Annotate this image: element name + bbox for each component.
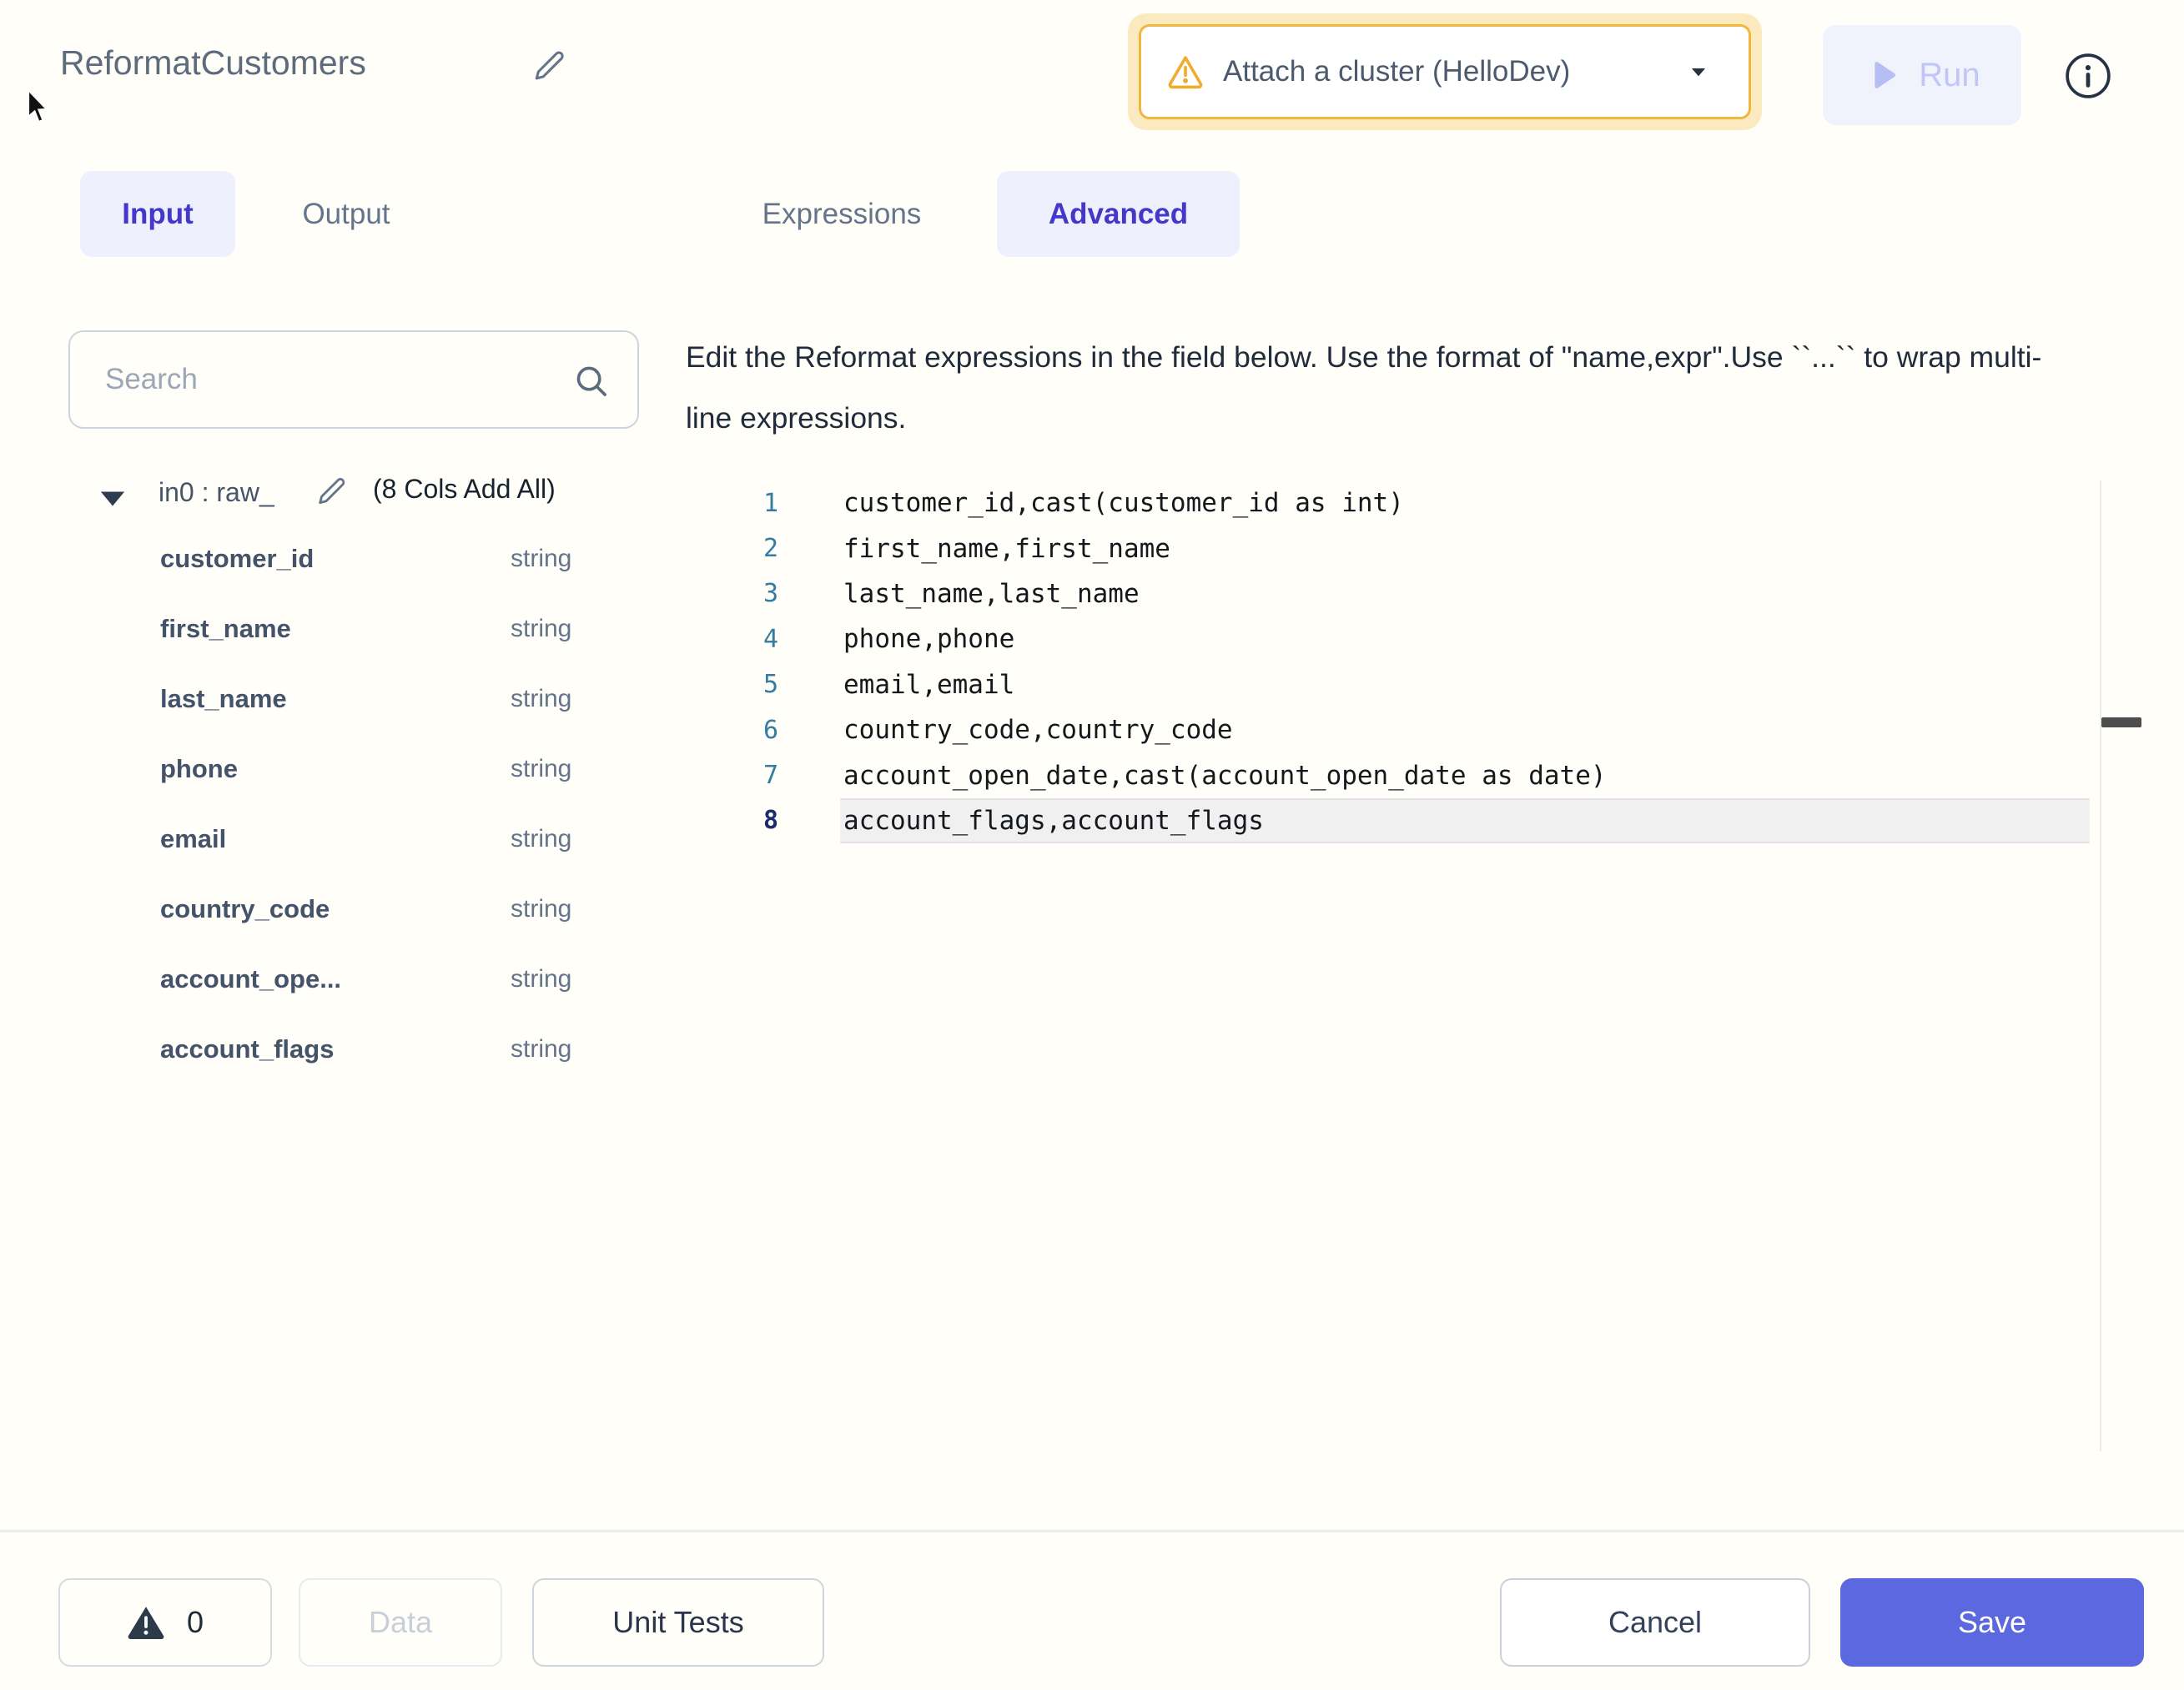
- line-number: 7: [762, 761, 778, 791]
- line-number: 1: [762, 488, 778, 518]
- issues-button[interactable]: 0: [58, 1578, 272, 1667]
- active-line-highlight: [840, 797, 2090, 844]
- warning-filled-icon: [128, 1607, 164, 1640]
- tree-node-label: in0 : raw_: [159, 477, 274, 507]
- attach-cluster-halo: Attach a cluster (HelloDev): [1128, 13, 1762, 130]
- mouse-cursor: [27, 88, 49, 123]
- column-row[interactable]: account_flags string: [0, 1014, 651, 1084]
- code-line[interactable]: 3 last_name,last_name: [703, 571, 2100, 616]
- line-code: customer_id,cast(customer_id as int): [843, 488, 1404, 519]
- column-type: string: [511, 825, 572, 853]
- column-row[interactable]: last_name string: [0, 664, 651, 734]
- tab-input[interactable]: Input: [80, 171, 235, 257]
- expressions-code-editor[interactable]: 1 customer_id,cast(customer_id as int) 2…: [703, 480, 2101, 1451]
- info-icon[interactable]: [2064, 52, 2112, 100]
- unit-tests-button[interactable]: Unit Tests: [532, 1578, 824, 1667]
- column-row[interactable]: phone string: [0, 734, 651, 804]
- column-name: email: [160, 824, 227, 853]
- code-line[interactable]: 4 phone,phone: [703, 616, 2100, 661]
- column-row[interactable]: country_code string: [0, 874, 651, 944]
- code-line[interactable]: 1 customer_id,cast(customer_id as int): [703, 480, 2100, 526]
- column-name: last_name: [160, 684, 287, 713]
- chevron-down-icon: [1692, 68, 1705, 77]
- line-code: first_name,first_name: [843, 533, 1170, 564]
- line-number: 3: [762, 579, 778, 609]
- line-code: country_code,country_code: [843, 715, 1233, 746]
- tree-expander-caret-icon[interactable]: [98, 489, 127, 509]
- line-code: last_name,last_name: [843, 578, 1140, 609]
- column-name: country_code: [160, 894, 330, 923]
- column-type: string: [511, 615, 572, 642]
- column-row[interactable]: email string: [0, 804, 651, 874]
- footer-divider: [0, 1530, 2184, 1532]
- line-code: account_flags,account_flags: [843, 805, 1264, 836]
- column-row[interactable]: first_name string: [0, 594, 651, 664]
- cancel-button[interactable]: Cancel: [1500, 1578, 1810, 1667]
- save-button[interactable]: Save: [1840, 1578, 2144, 1667]
- column-row[interactable]: customer_id string: [0, 524, 651, 594]
- input-tree-header: in0 : raw_ (8 Cols Add All): [0, 474, 651, 521]
- column-name: phone: [160, 754, 238, 783]
- attach-cluster-dropdown[interactable]: Attach a cluster (HelloDev): [1139, 24, 1751, 119]
- column-name: customer_id: [160, 544, 315, 573]
- tab-advanced[interactable]: Advanced: [997, 171, 1240, 257]
- code-line[interactable]: 5 email,email: [703, 662, 2100, 707]
- tab-expressions[interactable]: Expressions: [762, 197, 922, 230]
- line-number: 5: [762, 670, 778, 700]
- run-button[interactable]: Run: [1823, 25, 2021, 125]
- column-list: customer_id string first_name string las…: [0, 524, 651, 1084]
- line-code: email,email: [843, 669, 1015, 700]
- column-type: string: [511, 755, 572, 782]
- search-input[interactable]: [70, 332, 637, 427]
- column-name: account_ope...: [160, 964, 342, 993]
- column-row[interactable]: account_ope... string: [0, 944, 651, 1014]
- editor-instructions: Edit the Reformat expressions in the fie…: [686, 340, 2042, 435]
- tree-edit-pencil-icon[interactable]: [315, 474, 350, 509]
- column-type: string: [511, 545, 572, 572]
- column-name: first_name: [160, 614, 291, 643]
- editor-scrollbar-thumb[interactable]: [2101, 717, 2141, 727]
- line-code: phone,phone: [843, 624, 1015, 655]
- line-number: 2: [762, 534, 778, 564]
- tab-output[interactable]: Output: [302, 197, 390, 230]
- cols-add-all[interactable]: (8 Cols Add All): [373, 474, 556, 504]
- line-code: account_open_date,cast(account_open_date…: [843, 760, 1607, 791]
- page-title: ReformatCustomers: [60, 43, 366, 82]
- column-type: string: [511, 965, 572, 993]
- column-name: account_flags: [160, 1034, 335, 1064]
- run-label: Run: [1919, 56, 1980, 93]
- play-icon: [1875, 62, 1896, 88]
- code-line[interactable]: 2 first_name,first_name: [703, 526, 2100, 571]
- attach-cluster-label: Attach a cluster (HelloDev): [1223, 55, 1571, 88]
- column-type: string: [511, 685, 572, 712]
- line-number: 8: [762, 806, 778, 836]
- edit-title-pencil-icon[interactable]: [531, 47, 569, 85]
- line-number: 6: [762, 715, 778, 745]
- issues-count: 0: [186, 1605, 204, 1639]
- code-line[interactable]: 7 account_open_date,cast(account_open_da…: [703, 752, 2100, 797]
- line-number: 4: [762, 624, 778, 654]
- column-type: string: [511, 1035, 572, 1063]
- code-line[interactable]: 6 country_code,country_code: [703, 707, 2100, 752]
- data-button[interactable]: Data: [299, 1578, 502, 1667]
- search-box: [68, 330, 639, 429]
- warning-icon: [1168, 56, 1203, 89]
- column-type: string: [511, 895, 572, 923]
- code-line[interactable]: 8 account_flags,account_flags: [703, 797, 2100, 844]
